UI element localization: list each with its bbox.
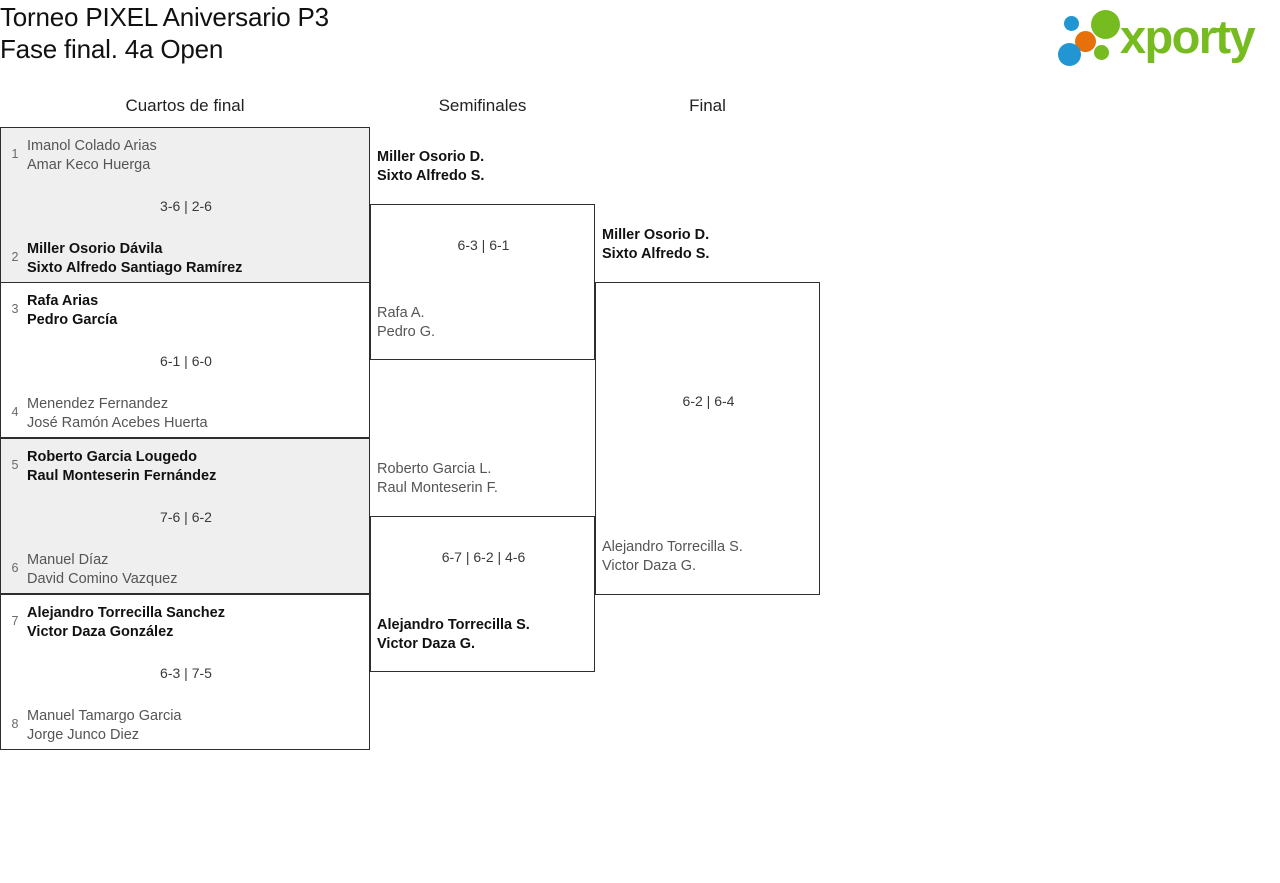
player-name: José Ramón Acebes Huerta [27, 414, 208, 431]
player-name: Victor Daza González [27, 623, 174, 640]
logo-dots-icon [1056, 10, 1126, 66]
player-name: Rafa A. [377, 305, 425, 321]
seed-number: 2 [11, 250, 19, 264]
match-quarterfinal-2[interactable]: 3 Rafa Arias Pedro García 6-1 | 6-0 4 Me… [0, 282, 370, 438]
player-name: Imanol Colado Arias [27, 138, 157, 154]
xporty-logo[interactable]: xporty [1056, 8, 1274, 66]
match-quarterfinal-4[interactable]: 7 Alejandro Torrecilla Sanchez Victor Da… [0, 594, 370, 750]
team-top: Imanol Colado Arias Amar Keco Huerga [27, 137, 157, 174]
match-score: 6-3 | 6-1 [457, 237, 510, 253]
player-name: Alejandro Torrecilla S. [602, 539, 743, 555]
page-header: Torneo PIXEL Aniversario P3 Fase final. … [0, 0, 1280, 90]
semifinal-1-team-top: Miller Osorio D. Sixto Alfredo S. [377, 148, 484, 185]
player-name: Rafa Arias [27, 293, 99, 309]
player-name: Roberto Garcia L. [377, 461, 492, 477]
player-name: Amar Keco Huerga [27, 156, 151, 173]
player-name: Alejandro Torrecilla S. [377, 617, 530, 633]
seed-number: 6 [11, 561, 19, 575]
semifinal-1-team-bottom: Rafa A. Pedro G. [377, 304, 435, 341]
team-bottom: Miller Osorio Dávila Sixto Alfredo Santi… [27, 240, 242, 277]
match-semifinal-1[interactable]: 6-3 | 6-1 [370, 204, 595, 360]
team-top: Alejandro Torrecilla Sanchez Victor Daza… [27, 604, 225, 641]
match-quarterfinal-1[interactable]: 1 Imanol Colado Arias Amar Keco Huerga 3… [0, 127, 370, 283]
page-title: Torneo PIXEL Aniversario P3 Fase final. … [0, 2, 329, 65]
title-line-2: Fase final. 4a Open [0, 33, 224, 64]
player-name: Miller Osorio Dávila [27, 241, 163, 257]
player-name: Raul Monteserin F. [377, 479, 498, 496]
match-score: 6-1 | 6-0 [160, 353, 212, 369]
final-team-top: Miller Osorio D. Sixto Alfredo S. [602, 226, 709, 263]
player-name: Miller Osorio D. [602, 227, 710, 243]
player-name: Sixto Alfredo Santiago Ramírez [27, 259, 243, 276]
player-name: Miller Osorio D. [377, 149, 485, 165]
logo-wordmark: xporty [1120, 10, 1256, 63]
seed-number: 1 [11, 147, 19, 161]
player-name: Menendez Fernandez [27, 396, 169, 412]
player-name: Jorge Junco Diez [27, 726, 140, 743]
logo-dot-blue-large [1058, 43, 1081, 66]
player-name: Victor Daza G. [602, 557, 697, 574]
final-team-bottom: Alejandro Torrecilla S. Victor Daza G. [602, 538, 743, 575]
player-name: Pedro García [27, 311, 118, 328]
player-name: Victor Daza G. [377, 635, 476, 652]
logo-dot-blue-small [1064, 16, 1079, 31]
match-score: 3-6 | 2-6 [160, 198, 212, 214]
seed-number: 3 [11, 302, 19, 316]
column-header-final: Final [689, 96, 726, 115]
player-name: Sixto Alfredo S. [377, 167, 485, 184]
player-name: Manuel Díaz [27, 552, 109, 568]
team-top: Rafa Arias Pedro García [27, 292, 117, 329]
semifinal-2-team-bottom: Alejandro Torrecilla S. Victor Daza G. [377, 616, 530, 653]
match-score: 6-2 | 6-4 [682, 393, 735, 409]
logo-dot-green-large [1091, 10, 1120, 39]
player-name: Alejandro Torrecilla Sanchez [27, 605, 225, 621]
column-header-semifinals: Semifinales [438, 96, 527, 115]
player-name: Raul Monteserin Fernández [27, 467, 217, 484]
team-bottom: Manuel Díaz David Comino Vazquez [27, 551, 177, 588]
match-semifinal-2[interactable]: 6-7 | 6-2 | 4-6 [370, 516, 595, 672]
match-quarterfinal-3[interactable]: 5 Roberto Garcia Lougedo Raul Monteserin… [0, 438, 370, 594]
match-final[interactable]: 6-2 | 6-4 [595, 282, 820, 595]
player-name: David Comino Vazquez [27, 570, 178, 587]
player-name: Manuel Tamargo Garcia [27, 708, 182, 724]
player-name: Sixto Alfredo S. [602, 245, 710, 262]
logo-dot-orange [1075, 31, 1096, 52]
player-name: Roberto Garcia Lougedo [27, 449, 197, 465]
seed-number: 7 [11, 614, 19, 628]
column-header-quarterfinals: Cuartos de final [125, 96, 245, 115]
semifinal-2-team-top: Roberto Garcia L. Raul Monteserin F. [377, 460, 498, 497]
seed-number: 5 [11, 458, 19, 472]
seed-number: 4 [11, 405, 19, 419]
team-bottom: Menendez Fernandez José Ramón Acebes Hue… [27, 395, 208, 432]
match-score: 7-6 | 6-2 [160, 509, 212, 525]
team-bottom: Manuel Tamargo Garcia Jorge Junco Diez [27, 707, 181, 744]
match-score: 6-7 | 6-2 | 4-6 [441, 549, 526, 565]
logo-dot-green-small [1094, 45, 1109, 60]
seed-number: 8 [11, 717, 19, 731]
player-name: Pedro G. [377, 323, 436, 340]
title-line-1: Torneo PIXEL Aniversario P3 [0, 2, 329, 32]
team-top: Roberto Garcia Lougedo Raul Monteserin F… [27, 448, 216, 485]
match-score: 6-3 | 7-5 [160, 665, 212, 681]
